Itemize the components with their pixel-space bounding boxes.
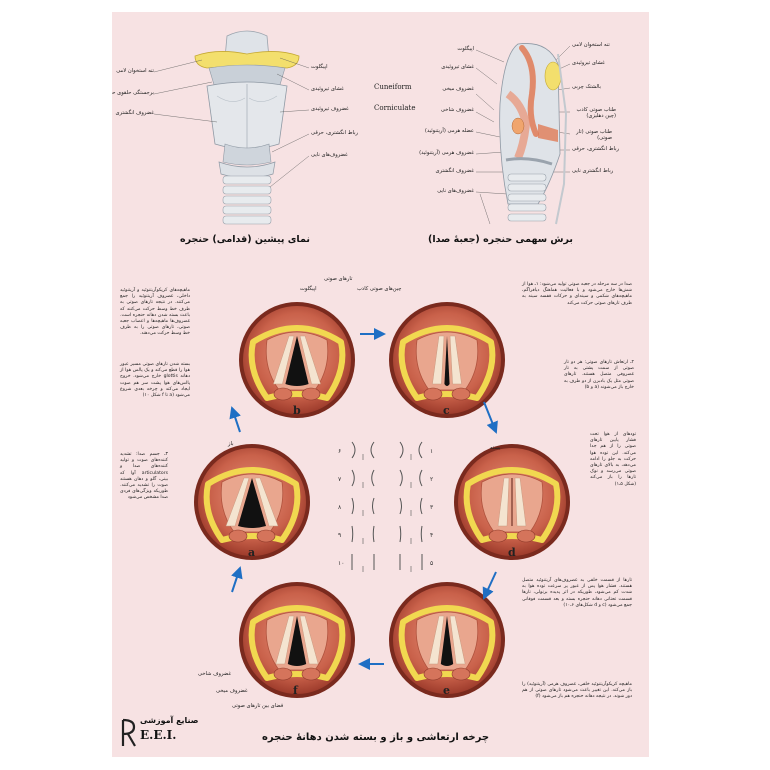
circle-label-corniculate: غضروف شاخی [198,671,232,677]
sag-label-cuneiform-en: Cuneiform [374,83,412,91]
paragraph-bottom-right: ماهیچه کریکوآریتنوئید خلفی، غضروف هرمی (… [522,682,632,700]
sag-label-thyrohyoid: غشای تیروئیدی [572,60,605,66]
sag-label-false-cords: طناب صوتی کاذب (چین دهلیزی) [576,107,616,119]
cycle-title: چرخه ارتعاشی و باز و بسته شدن دهانهٔ حنج… [262,732,490,743]
front-label-thyroid: غضروف تیروئیدی [311,106,349,112]
cycle-arrow-3 [482,571,497,600]
glottis-view-e: e [389,582,505,698]
mini-number: ۹ [338,532,341,539]
cycle-arrow-2 [483,401,498,434]
glottis-cycle-diagram: b c d e f a ۶ ۱ ۷ ۲ ۸ ۳ ۹ ۴ ۱۰ ۵ [194,302,570,698]
front-view-title: نمای پیشین (قدامی) حنجره [180,234,310,245]
brand-logo: صنایع آموزشی E.E.I. [118,712,208,752]
sag-label-cuneiform-fa: غضروف میخی [442,86,474,92]
larynx-front-illustration [194,30,300,225]
mini-section [399,469,423,488]
sag-label-true-cords: طناب صوتی (تار صوتی) [576,129,612,141]
glottis-view-d: d [454,444,570,560]
circle-label-open: باز [228,441,234,447]
brand-name-en: E.E.I. [140,728,177,742]
sag-label-cricoid: غضروف انگشتری [435,168,474,174]
paragraph-top-right: صدا در سه مرحله در جعبه صوتی تولید می‌شو… [522,282,632,306]
cycle-arrow-6 [229,406,241,433]
mini-section [351,469,375,488]
brand-mark-icon [121,718,136,747]
mini-number: ۱ [430,448,433,455]
sag-label-cricothyroid: رباط انگشتری، حرقی [572,146,620,152]
mini-section [399,497,423,516]
mini-number: ۶ [338,448,341,455]
larynx-sagittal-illustration [499,43,568,225]
sag-label-thyroid-membrane: غشای تیروئیدی [441,64,474,70]
sag-label-hyoid: تنه استخوان لامی [572,42,610,48]
front-label-thyrohyoid: غشای تیروئیدی [311,86,344,92]
sag-label-arytenoid: غضروف هرمی (آریتنوئید) [419,150,474,156]
mini-section [351,441,375,460]
circle-label-false-folds: چین‌های صوتی کاذب [357,286,402,292]
poster-sheet: تنه استخوان لامی برجستگی حلقوی حنجره غضر… [112,12,649,757]
mini-number: ۸ [338,504,342,511]
front-label-epiglottis: اپیگلوت [311,64,328,70]
circle-letter-c: c [443,404,450,417]
mini-section [351,554,375,572]
circle-letter-b: b [293,404,301,417]
mini-section [351,525,375,544]
circle-label-closed: بسته [490,445,501,451]
front-label-cricothyroid: رباط انگشتری، حرقی [311,130,359,136]
mini-number: ۴ [430,532,433,539]
circle-label-vocal-folds: تارهای صوتی [324,276,353,282]
cycle-arrow-5 [231,566,243,593]
paragraph-lower-mid-right: تودهای از هوا تحت فشار پایین تارهای صوتی… [590,432,636,487]
mini-section [399,525,423,544]
mini-number: ۲ [430,476,433,483]
paragraph-top-left: ماهیچه‌های کریکوآریتنوئید و آریتنوئید دا… [120,288,190,337]
circle-label-cuneiform: غضروف میخی [216,688,248,694]
front-label-hyoid: تنه استخوان لامی [116,68,154,74]
circle-label-glottis-space: فضای بین تارهای صوتی [232,703,284,709]
mini-section [399,554,423,572]
sagittal-view-title: برش سهمی حنجره (جعبهٔ صدا) [428,234,573,245]
mini-number: ۳ [430,504,434,511]
circle-letter-d: d [508,546,516,559]
sag-label-arytenoid-muscle: عضله هرمی (آریتنوئید) [424,128,474,134]
brand-name-fa: صنایع آموزشی [140,716,199,725]
front-label-tracheal: غضروف‌های نایی [311,152,348,158]
glottis-view-c: c [389,302,505,418]
paragraph-right-lower: تارها از قسمت خلفی به غضروف‌های آریتنوئی… [522,578,632,608]
circle-label-epiglottis: اپیگلوت [300,286,317,292]
mini-number: ۱۰ [338,560,344,567]
circle-letter-e: e [443,684,450,697]
mini-number: ۷ [338,476,342,483]
mini-number: ۵ [430,560,433,567]
circle-letter-f: f [293,684,299,697]
sag-label-corniculate-fa: غضروف شاخی [440,107,474,113]
paragraph-lower-left: ۳ـ جسم صدا: تشدید کننده‌های صوت و تولید … [120,452,168,501]
front-label-prominence: برجستگی حلقوی حنجره [112,90,154,96]
paragraph-mid-left: بسته شدن تارهای صوتی مسیر عبور هوا را قط… [120,362,190,399]
mini-section [351,497,375,516]
sag-label-fat-pad: بالشتک چربی [572,84,601,90]
sag-label-epiglottis: اپیگلوت [457,46,474,52]
glottis-view-b: b [239,302,355,418]
sag-label-cricotracheal: رباط انگشتری نایی [572,168,614,174]
mini-section [399,441,423,460]
sag-label-corniculate-en: Corniculate [374,104,416,112]
glottis-view-f: f [239,582,355,698]
sag-label-tracheal: غضروف‌های نایی [437,188,474,194]
glottis-view-a: a [194,444,310,560]
circle-letter-a: a [248,546,255,559]
paragraph-mid-right: ۲ـ ارتعاش تارهای صوتی: هر دو تار صوتی از… [564,360,634,390]
front-label-cricoid: غضروف انگشتری [115,110,154,116]
